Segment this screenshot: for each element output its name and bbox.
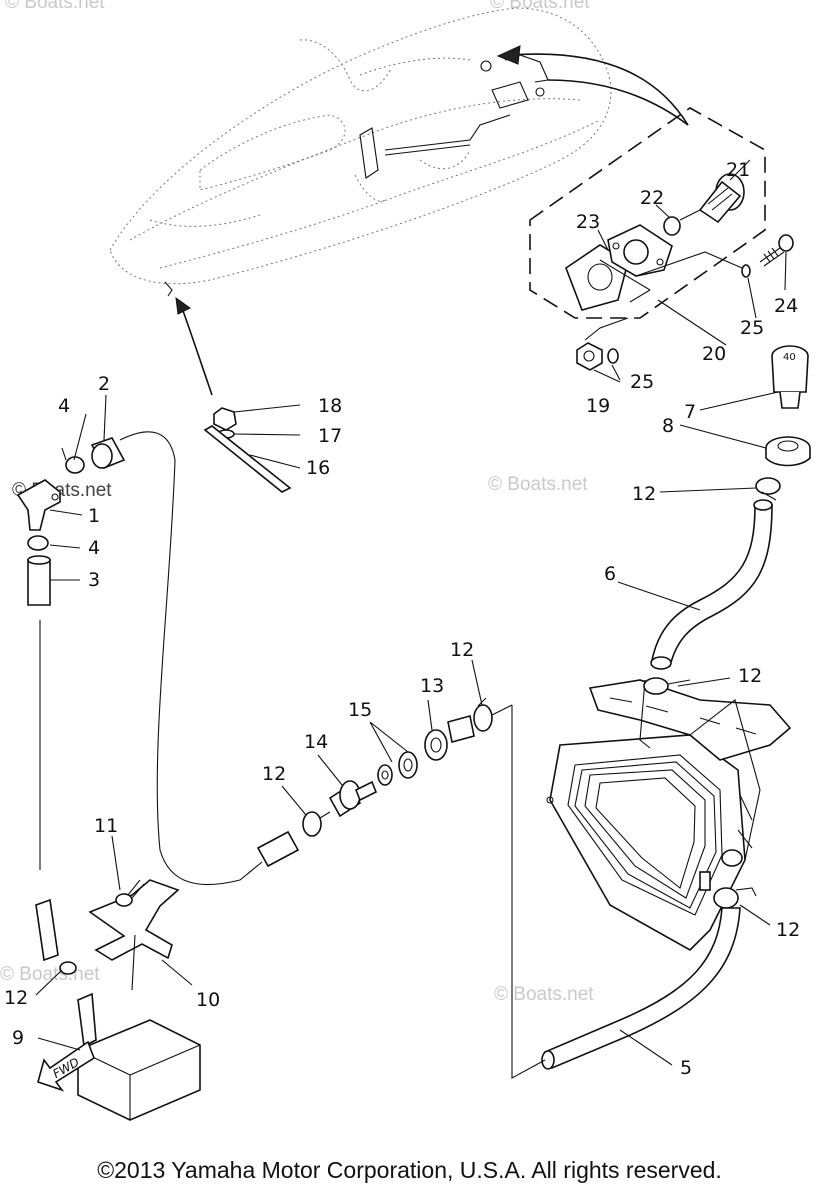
- part-12-clamp-upper: [755, 477, 781, 501]
- part-5-hose: [541, 907, 741, 1070]
- label-24: 24: [774, 295, 798, 317]
- label-3: 3: [88, 569, 100, 591]
- hose-5-routing-link: [491, 704, 513, 716]
- label-12-bottom-left: 12: [4, 987, 28, 1009]
- label-17: 17: [318, 425, 342, 447]
- part-2-hose: [90, 437, 126, 470]
- part-18-nut: [213, 407, 237, 431]
- label-16: 16: [306, 457, 330, 479]
- label-10: 10: [196, 989, 220, 1011]
- part-4-clamp-lower: [27, 535, 49, 551]
- label-2: 2: [98, 373, 110, 395]
- hose-routing-arrow-head: [175, 296, 191, 315]
- detail-arrow-shaft: [509, 53, 689, 126]
- parts-diagram: © Boats.net © Boats.net © Boats.net © Bo…: [0, 0, 811, 1121]
- part-8-nut: [765, 436, 811, 467]
- part-19-nut: [576, 342, 603, 371]
- label-14: 14: [304, 731, 328, 753]
- part-16-bracket: [203, 425, 292, 493]
- cap-badge-text: 40: [783, 352, 796, 363]
- hose-routing-arrow: [181, 307, 213, 396]
- vent-hose-loop: [119, 431, 263, 886]
- part-22-o-ring: [663, 216, 681, 236]
- part-labels: 4 2 1 4 3 18 17 16 21 22 23 24 25 20 25 …: [4, 159, 800, 1079]
- label-22: 22: [640, 187, 664, 209]
- label-23: 23: [576, 211, 600, 233]
- label-12-left: 12: [262, 763, 286, 785]
- part-25-washer-lower: [607, 348, 619, 364]
- watermark-top-right: © Boats.net: [490, 0, 590, 13]
- label-6: 6: [604, 563, 616, 585]
- label-5: 5: [680, 1057, 692, 1079]
- jet-pump-housing: [546, 679, 792, 951]
- part-20-flange: [607, 224, 673, 277]
- part-12-clamp-bottom-left: [59, 961, 77, 975]
- watermark-bottom-center: © Boats.net: [494, 984, 594, 1005]
- part-14-fitting: [328, 780, 378, 818]
- part-12-clamp-mid: [473, 697, 493, 732]
- part-25-washer-upper: [741, 264, 751, 278]
- watermark-top-left: © Boats.net: [5, 0, 105, 13]
- hose-segment: [256, 830, 300, 868]
- label-19: 19: [586, 395, 610, 417]
- label-8: 8: [662, 415, 674, 437]
- detail-leader-lines: [599, 251, 743, 303]
- part-21-fitting: [679, 173, 745, 224]
- part-1-joint: [16, 479, 61, 531]
- detail-box: [529, 107, 766, 319]
- part-15-washers: [377, 751, 418, 786]
- label-4-lower: 4: [88, 537, 100, 559]
- part-13-fitting: [424, 715, 475, 761]
- part-4-clamp-upper: [61, 447, 85, 474]
- label-11: 11: [94, 815, 118, 837]
- label-21: 21: [726, 159, 750, 181]
- detail-leader-nut: [584, 317, 629, 341]
- copyright-notice: ©2013 Yamaha Motor Corporation, U.S.A. A…: [97, 1157, 722, 1183]
- leader-lines: [35, 159, 787, 1066]
- label-1: 1: [88, 505, 100, 527]
- label-18: 18: [318, 395, 342, 417]
- hose-5-routing-line: [511, 705, 546, 1079]
- part-9-tank: [77, 992, 201, 1121]
- part-12-clamp-left: [302, 811, 331, 837]
- detail-arrow-shaft-inner: [547, 79, 689, 126]
- part-12-clamp-pump-bottom: [713, 887, 757, 909]
- label-20: 20: [702, 343, 726, 365]
- label-7: 7: [684, 401, 696, 423]
- watermark-center: © Boats.net: [488, 474, 588, 495]
- part-11-screw: [115, 879, 145, 907]
- label-9: 9: [12, 1027, 24, 1049]
- part-24-bolt: [759, 234, 794, 267]
- part-7-cap: 40: [771, 345, 809, 409]
- watercraft-hull: [109, 7, 612, 297]
- label-12-bottom-right: 12: [776, 919, 800, 941]
- label-13: 13: [420, 675, 444, 697]
- label-12-top-right: 12: [632, 483, 656, 505]
- label-12-pump: 12: [738, 665, 762, 687]
- part-3-hose: [27, 555, 51, 606]
- label-15: 15: [348, 699, 372, 721]
- label-4: 4: [58, 395, 70, 417]
- label-25-upper: 25: [740, 317, 764, 339]
- part-6-hose: [650, 499, 773, 670]
- label-25-lower: 25: [630, 371, 654, 393]
- detail-arrow-head: [496, 45, 521, 65]
- part-10-bracket: [88, 879, 180, 991]
- label-12-mid: 12: [450, 639, 474, 661]
- vent-hose-lower: [35, 898, 59, 962]
- part-12-clamp-pump-top: [643, 677, 691, 695]
